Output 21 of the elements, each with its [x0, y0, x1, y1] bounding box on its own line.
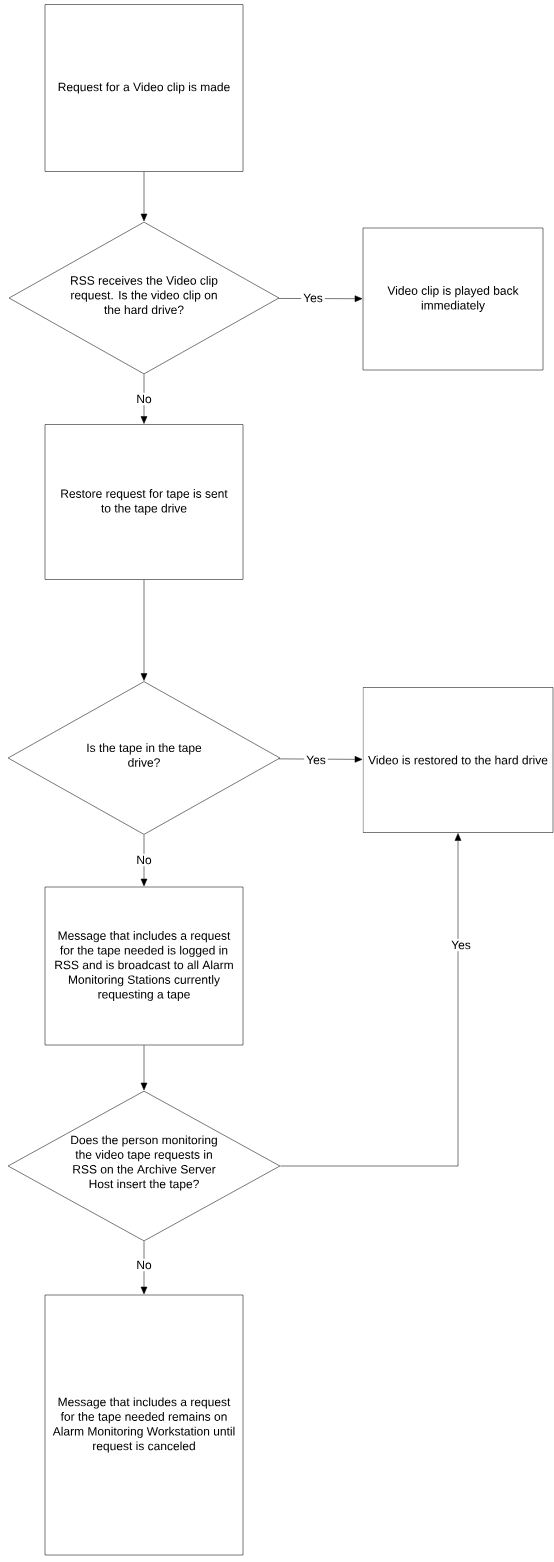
process-box: Message that includes a request for the tape needed remains on Alarm Monitoring Workstation until request is canceled [44, 1294, 244, 1556]
arrow [278, 756, 363, 763]
process-box: Restore request for tape is sent to the tape drive [44, 424, 244, 580]
process-box: Request for a Video clip is made [44, 4, 244, 172]
arrow [140, 834, 148, 887]
arrow [140, 171, 148, 222]
edge-label: No [134, 392, 154, 406]
arrow [278, 295, 363, 302]
edge-label: No [134, 853, 154, 867]
process-box: Video clip is played back immediately [362, 227, 544, 371]
process-box: Video is restored to the hard drive [362, 687, 554, 833]
arrow [140, 1045, 148, 1091]
process-box: Message that includes a request for the tape needed is logged in RSS and is broadcast to all Alarm Monitoring Stations currently requesting a tape [44, 886, 244, 1046]
edge-label: Yes [449, 938, 473, 952]
arrow [140, 579, 148, 681]
edge-label: Yes [301, 291, 325, 305]
arrow [140, 1241, 148, 1295]
arrow [140, 374, 148, 424]
edge-label: No [134, 1258, 154, 1272]
arrow [280, 833, 462, 1167]
edge-label: Yes [304, 753, 328, 767]
